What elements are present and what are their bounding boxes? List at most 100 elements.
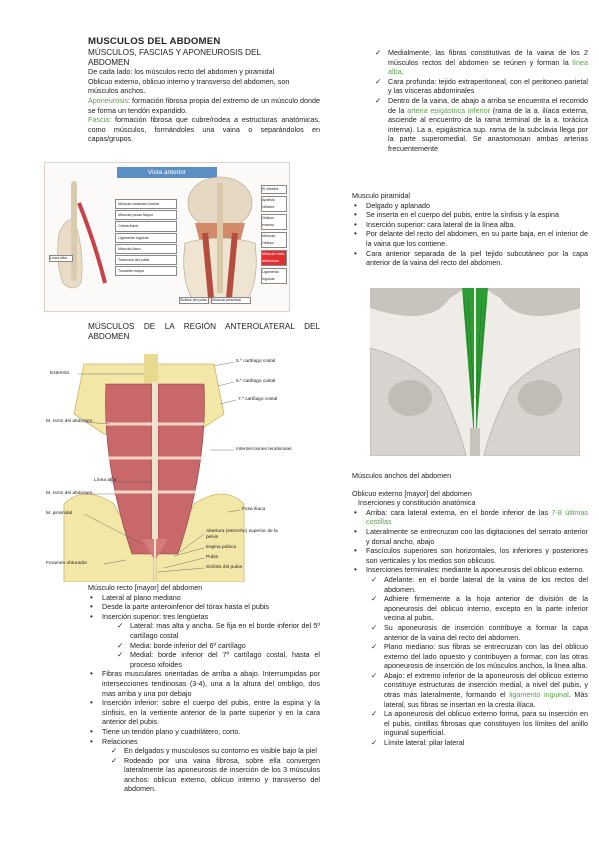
label-espina-pubica: Espina púbica: [206, 545, 237, 550]
recto-item: Lateral al plano mediano: [88, 593, 320, 603]
recto-item-text: Relaciones: [102, 736, 138, 746]
oblicuo-item: Inserciones terminales: mediante la apon…: [352, 565, 588, 747]
label-piramidal: Músculo piramidal: [211, 297, 251, 304]
text: . Más lateral, sus fibras se insertan en…: [384, 690, 588, 709]
label-ligamento-inguinal: Ligamento Inguinal: [115, 232, 177, 243]
label-oblicuo-externo: Oblicuo externo: [261, 214, 287, 230]
text: .: [401, 67, 404, 77]
label-cuadrado-lumbar: Músculo cuadrado lumbar: [115, 199, 177, 210]
label-piramidal-2: M. piramidal: [46, 511, 73, 516]
label-iliaco: Músculo iliaco: [115, 243, 177, 255]
label-pubis: Pubis: [206, 555, 218, 560]
anchos-heading: Músculos anchos del abdomen: [352, 471, 452, 480]
recto-item: Tiene un tendón plano y cuadrilátero, co…: [88, 727, 320, 737]
aponeurosis-term: Aponeurosis: [88, 95, 128, 105]
relaciones-item: Dentro de la vaina, de abajo a arriba se…: [374, 96, 588, 154]
label-recto-abdominal: Músculo recto abdominal: [261, 250, 287, 266]
inserciones-item: Plano mediano: sus fibras se entrecruzan…: [370, 642, 588, 671]
piramidal-item: Por delante del recto del abdomen, en su…: [352, 229, 588, 248]
text: Abajo: el extremo inferior de la aponeur…: [384, 670, 588, 700]
fascia-term: Fascia: [88, 115, 110, 125]
piramidal-item: Delgado y aplanado: [352, 201, 588, 211]
recto-sublist: Lateral: mas alta y ancha. Se fija en el…: [116, 621, 320, 669]
label-esternon: Esternón: [50, 371, 70, 376]
label-fosa-iliaca: Fosa ilíaca: [242, 507, 266, 512]
section-anterolateral: MÚSCULOS DE LA REGIÓN ANTEROLATERAL DEL …: [88, 322, 320, 341]
recto-item: Inserción superior: tres lengüetas Later…: [88, 612, 320, 670]
recto-list: Lateral al plano mediano Desde la parte …: [88, 593, 320, 794]
left-column: MÚSCULOS, FASCIAS Y APONEUROSIS DEL ABDO…: [88, 48, 320, 144]
relaciones-item: En delgados y musculosos su contorno es …: [110, 746, 320, 756]
oblicuo-sub: Inserciones y constitución anatómica: [358, 498, 476, 508]
right-column-top: Medialmente, las fibras constitutivas de…: [352, 48, 588, 154]
piramidal-section: Musculo piramidal Delgado y aplanado Se …: [352, 191, 588, 268]
figure-header: Vista anterior: [117, 167, 217, 178]
label-ligamento-inguinal-2: Ligamento inguinal: [261, 268, 287, 284]
oblicuo-item: Fascículos superiores son horizontales, …: [352, 546, 588, 565]
inserciones-item: La aponeurosis del oblicuo externo forma…: [370, 709, 588, 738]
recto-item: Inserción inferior: sobre el cuerpo del …: [88, 698, 320, 727]
recto-section: Músculo recto [mayor] del abdomen Latera…: [88, 583, 320, 794]
label-intersecciones: Intersecciones tendinosas: [236, 447, 292, 452]
aponeurosis-definition: Aponeurosis: formación fibrosa propia de…: [88, 96, 320, 115]
pelvis-illustration: [370, 288, 580, 456]
piramidal-item: Se inserta en el cuerpo del pubis, entre…: [352, 210, 588, 220]
text: Medialmente, las fibras constitutivas de…: [388, 48, 588, 67]
section-title-anterolateral: MÚSCULOS DE LA REGIÓN ANTEROLATERAL DEL …: [88, 322, 320, 341]
label-cresta-iliaca: Cresta ilíaca: [115, 221, 177, 232]
label-recto-2: M. recto del abdomen: [46, 491, 93, 496]
label-apofisis-xifoides: Apófisis xifoides: [261, 196, 287, 212]
piramidal-item: Inserción superior: cara lateral de la l…: [352, 220, 588, 230]
section-title-fascias: MÚSCULOS, FASCIAS Y APONEUROSIS DEL ABDO…: [88, 48, 261, 67]
recto-subitem: Lateral: mas alta y ancha. Se fija en el…: [116, 621, 320, 640]
recto-item-text: Inserción superior: tres lengüetas: [102, 611, 209, 621]
costillas-term: 7-8 últimas costillas: [366, 507, 589, 527]
piramidal-list: Delgado y aplanado Se inserta en el cuer…: [352, 201, 588, 268]
rectus-illustration: [63, 354, 245, 582]
label-tuberculo-pubis: Tuberculo del pubis: [115, 255, 177, 266]
label-psoas: Músculo psoas Mayor: [115, 210, 177, 221]
label-trocanter: Trocánter mayor: [115, 266, 177, 277]
oblicuo-list: Arriba: cara lateral externa, en el bord…: [352, 508, 588, 748]
label-recto-1: M. recto del abdomen: [46, 419, 93, 424]
label-sinfisis-2: Sínfisis del pubis: [206, 565, 242, 570]
recto-item: Desde la parte anteroinferior del tórax …: [88, 602, 320, 612]
aponeurosis-text: : formación fibrosa propia del extremo d…: [88, 95, 320, 115]
piramidal-item: Cara anterior separada de la piel tejido…: [352, 249, 588, 268]
page-title: MUSCULOS DEL ABDOMEN: [88, 36, 221, 47]
fascia-text: : formación fibrosa que cubre/rodea a es…: [88, 115, 320, 144]
label-7-cartilago: 7.º cartílago costal: [238, 397, 278, 402]
linea-alba-term: línea alba: [388, 57, 588, 77]
recto-heading: Músculo recto [mayor] del abdomen: [88, 583, 203, 592]
relaciones-item: Cara profunda: tejido extraperitoneal, c…: [374, 77, 588, 96]
relaciones-item: Rodeado por una vaina fibrosa, sobre ell…: [110, 756, 320, 794]
inserciones-item: Su aponeurosis de inserción contribuye a…: [370, 623, 588, 642]
oblicuo-item: Arriba: cara lateral externa, en el bord…: [352, 508, 588, 527]
recto-item: Relaciones En delgados y musculosos su c…: [88, 737, 320, 795]
intro-line-2: Oblicuo externo, oblicuo interno y trans…: [88, 76, 290, 96]
anchos-section: Músculos anchos del abdomen Oblicuo exte…: [352, 471, 588, 748]
figure-recto-abdomen: Esternón 5.º cartílago costal 6.º cartíl…: [44, 354, 304, 582]
inserciones-item: Abajo: el extremo inferior de la aponeur…: [370, 671, 588, 709]
label-linea-alba-2: Línea alba: [94, 478, 117, 483]
label-6-cartilago: 6.º cartílago costal: [236, 379, 276, 384]
relaciones-list: En delgados y musculosos su contorno es …: [110, 746, 320, 794]
figure-right-labels: El xifoides Apófisis xifoides Oblicuo ex…: [261, 185, 287, 286]
figure-left-labels: Músculo cuadrado lumbar Músculo psoas Ma…: [115, 199, 177, 277]
figure-piramidal: [370, 288, 580, 456]
fascia-definition: Fascia: formación fibrosa que cubre/rode…: [88, 115, 320, 144]
oblicuo-heading: Oblicuo externo [mayor] del abdomen: [352, 488, 472, 498]
text: Inserciones terminales: mediante la apon…: [366, 565, 585, 575]
recto-item: Fibras musculares orientadas de arriba a…: [88, 669, 320, 698]
intro-line-1: De cada lado: los músculos recto del abd…: [88, 67, 275, 77]
oblicuo-item: Lateralmente se entrecruzan con las digi…: [352, 527, 588, 546]
text: (rama de la a. ilíaca externa, asciende …: [388, 105, 588, 153]
inserciones-item: Adhiere firmemente a la hoja anterior de…: [370, 594, 588, 623]
label-linea-alba: Línea alba: [49, 255, 73, 262]
label-oblicuo: Músculo Oblicuo: [261, 232, 287, 248]
text: Arriba: cara lateral externa, en el bord…: [366, 507, 552, 517]
inserciones-item: Límite lateral: pilar lateral: [370, 738, 588, 748]
label-5-cartilago: 5.º cartílago costal: [236, 359, 276, 364]
recto-subitem: Medial: borde inferior del 7º cartílago …: [116, 650, 320, 669]
recto-subitem: Media: borde inferior del 6º cartílago: [116, 641, 320, 651]
